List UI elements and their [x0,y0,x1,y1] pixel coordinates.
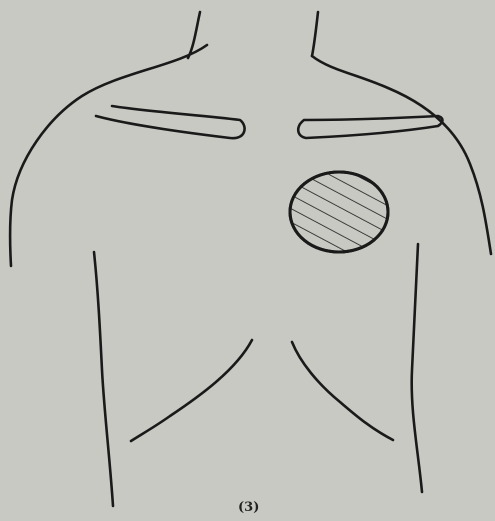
left-rib-line [131,340,252,441]
right-clavicle [298,116,442,138]
left-torso-line [94,252,113,506]
right-rib-line [292,342,393,440]
left-clavicle [96,106,245,138]
left-shoulder-line [10,45,207,266]
figure-label: (3) [238,500,258,516]
neck-right-line [312,12,318,56]
right-torso-line [412,244,422,492]
